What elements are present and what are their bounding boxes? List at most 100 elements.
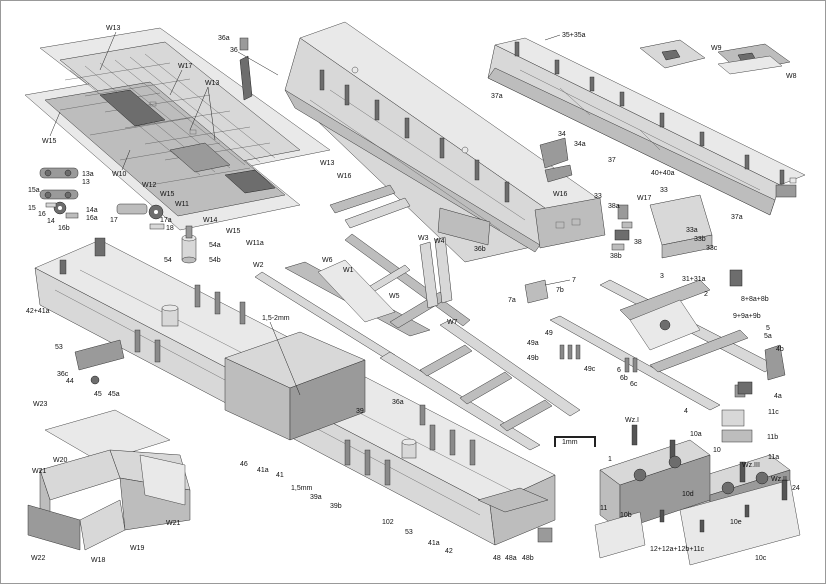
label-41a-left: 41a [257,467,269,474]
label-41: 41 [276,472,284,479]
label-38a: 38a [608,203,620,210]
label-7: 7 [572,277,576,284]
beams-w1-w7 [254,184,581,451]
label-w16: W16 [337,173,352,180]
label-6: 6 [617,367,621,374]
label-102: 102 [382,519,394,526]
label-36a-lower: 36a [392,399,404,406]
label-39: 39 [356,408,364,415]
label-6c: 6c [630,381,638,388]
label-group-grid: W13 W17 W13 W15 W10 W12 W15 W11 W14 W15 … [42,25,352,247]
label-31: 31+31a [682,276,706,283]
label-w6: W6 [322,257,333,264]
label-37a-right: 37a [731,214,743,221]
label-2: 2 [704,291,708,298]
label-49: 49 [545,330,553,337]
label-44: 44 [66,378,74,385]
label-10b: 10b [620,512,632,519]
label-10e: 10e [730,519,742,526]
label-33-top: 33 [594,193,602,200]
label-w2: W2 [253,262,264,269]
label-w9: W9 [711,45,722,52]
label-42: 42 [445,548,453,555]
label-w21-right: W21 [166,520,181,527]
label-1-5mm: 1,5mm [291,485,313,492]
label-33-right: 33 [660,187,668,194]
bracket-33 [611,194,713,259]
plates-w8-w9 [639,39,791,75]
label-4a: 4a [774,393,782,400]
label-17a: 17a [160,217,172,224]
label-13: 13 [82,179,90,186]
label-34: 34 [558,131,566,138]
label-45a: 45a [108,391,120,398]
label-49c: 49c [584,366,596,373]
label-7b: 7b [556,287,564,294]
label-14: 14 [47,218,55,225]
label-34a: 34a [574,141,586,148]
label-w11: W11 [175,201,189,208]
label-1mm: 1mm [562,439,578,446]
body-shell-upper [239,21,606,263]
label-w13-mid: W13 [205,80,220,87]
label-36a: 36a [218,35,230,42]
label-54b: 54b [209,257,221,264]
label-w19: W19 [130,545,145,552]
label-wz-ii: Wz.II [771,476,787,483]
label-46: 46 [240,461,248,468]
label-10c: 10c [755,555,767,562]
label-12: 12+12a+12b+11c [650,546,705,553]
label-42-41a: 42+41a [26,308,50,315]
label-53-right: 53 [405,529,413,536]
label-36c: 36c [57,371,69,378]
label-33c: 33c [706,245,718,252]
label-11: 11 [600,505,607,512]
label-w17: W17 [178,63,193,70]
label-49a: 49a [527,340,539,347]
label-4: 4 [684,408,688,415]
label-7a: 7a [508,297,516,304]
label-24: 24 [792,485,800,492]
label-group-bogies: 11c 11b 11a Wz.I 10a 10 1 Wz.III 10d Wz.… [600,409,800,562]
label-48a: 48a [505,555,517,562]
label-w14: W14 [203,217,218,224]
label-35: 35+35a [562,32,586,39]
label-w15-mid: W15 [160,191,175,198]
label-w15-low: W15 [226,228,241,235]
label-16a: 16a [86,215,98,222]
label-16b: 16b [58,225,70,232]
label-11b: 11b [767,434,778,441]
label-w7: W7 [447,319,458,326]
label-10a: 10a [690,431,702,438]
label-group-bogie-frame: 7 7a 7b 3 31+31a 8+8a+8b 2 9+9a+9b 5 5a … [508,273,784,415]
grid-subassembly [24,27,331,231]
label-37a-left: 37a [491,93,503,100]
label-38b: 38b [610,253,622,260]
label-11c: 11c [768,409,779,416]
label-38: 38 [634,239,642,246]
label-48b: 48b [522,555,534,562]
label-33a: 33a [686,227,698,234]
part-54-cylinder [181,225,197,264]
label-37: 37 [608,157,616,164]
label-w1: W1 [343,267,354,274]
label-54: 54 [164,257,172,264]
label-48: 48 [493,555,501,562]
frame-37 [487,37,806,216]
label-w22: W22 [31,555,46,562]
chassis-main [34,237,596,546]
label-9: 9+9a+9b [733,313,761,320]
label-36b: 36b [474,246,486,253]
label-15a: 15a [28,187,40,194]
label-10d: 10d [682,491,694,498]
label-w5: W5 [389,293,400,300]
label-group-box: W23 W20 W21 W21 W19 W22 W18 [31,401,181,564]
callout-labels: W13 W17 W13 W15 W10 W12 W15 W11 W14 W15 … [26,25,800,564]
label-10: 10 [713,447,721,454]
label-w15-left: W15 [42,138,57,145]
label-54a: 54a [209,242,221,249]
label-40: 40+40a [651,170,675,177]
label-group-bracket: W16 33 38a W17 33 33a 33b 33c 38 38b [553,187,718,260]
label-w4: W4 [434,238,445,245]
